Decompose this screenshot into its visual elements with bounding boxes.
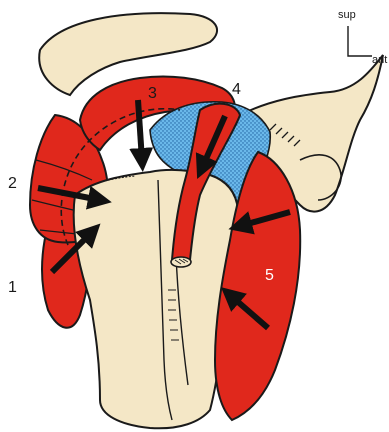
- orientation-ant: ant: [372, 54, 387, 66]
- orientation-sup: sup: [338, 9, 356, 21]
- arrow-3: [138, 100, 142, 160]
- label-4: 4: [232, 81, 241, 98]
- label-2: 2: [8, 175, 17, 192]
- label-5: 5: [265, 267, 274, 284]
- orientation-axes: [348, 26, 372, 56]
- label-1: 1: [8, 279, 17, 296]
- humerus: [74, 170, 239, 428]
- label-3: 3: [148, 85, 157, 102]
